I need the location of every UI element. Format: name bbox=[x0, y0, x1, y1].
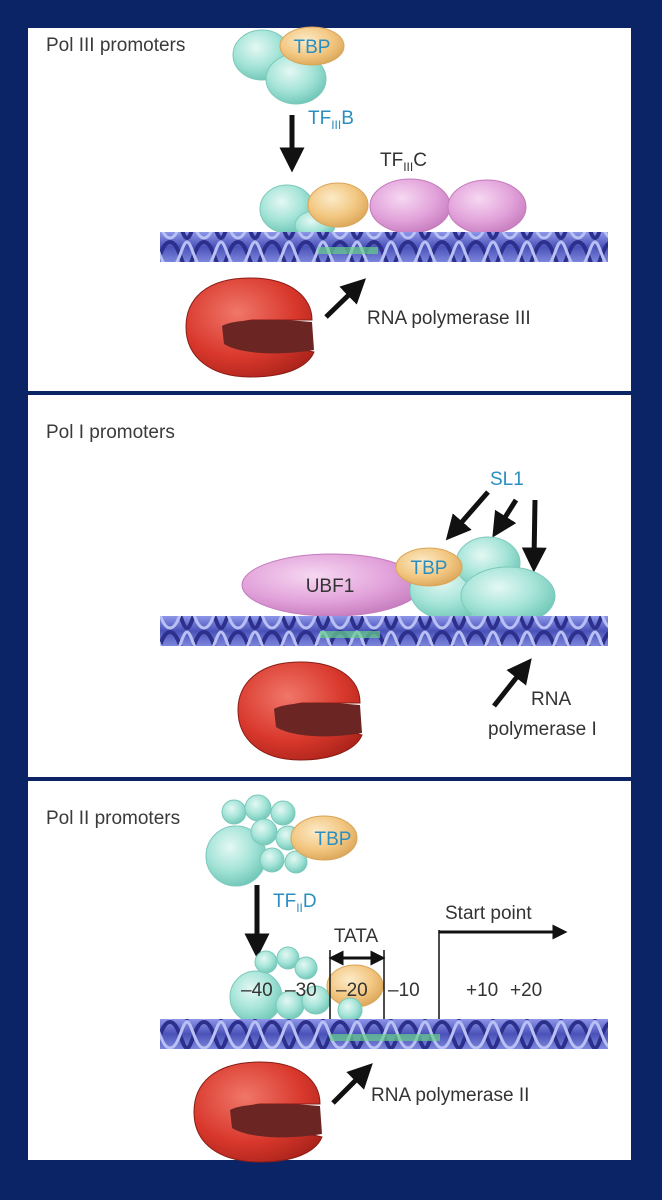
sl1-arrow-1 bbox=[445, 490, 490, 541]
position-minus-40: –40 bbox=[241, 980, 273, 1001]
tbp-protein bbox=[279, 26, 345, 66]
position-plus-20: +20 bbox=[510, 980, 542, 1001]
tbp-label: TBP bbox=[294, 37, 331, 58]
position-minus-30: –30 bbox=[285, 980, 317, 1001]
tf3b-tf3c-bound-complex bbox=[259, 178, 527, 240]
polymerase-arrow-pol2 bbox=[331, 1063, 373, 1105]
sl1-label: SL1 bbox=[490, 469, 524, 490]
rna-polymerase-1 bbox=[237, 661, 363, 761]
panel-pol3-title: Pol III promoters bbox=[46, 35, 185, 56]
rna-polymerase-2-label: RNA polymerase II bbox=[371, 1085, 529, 1106]
dna-helix-pol1 bbox=[160, 616, 608, 646]
panel-pol2-title: Pol II promoters bbox=[46, 808, 180, 829]
polymerase-arrow bbox=[324, 278, 366, 319]
rna-polymerase-2 bbox=[193, 1061, 323, 1163]
dna-helix-pol2 bbox=[160, 1019, 608, 1049]
tf2d-bound-complex bbox=[229, 946, 384, 1024]
sl1-complex: TBP bbox=[395, 536, 556, 626]
tata-label: TATA bbox=[334, 926, 379, 947]
tf3b-complex-floating: TBP bbox=[232, 26, 345, 105]
tf2d-label: TFIID bbox=[273, 891, 317, 915]
ubf1-label: UBF1 bbox=[306, 576, 355, 597]
rna-polymerase-1-label-line2: polymerase I bbox=[488, 719, 597, 740]
position-minus-20: –20 bbox=[336, 980, 368, 1001]
tbp-label-pol1: TBP bbox=[411, 558, 448, 579]
sl1-arrow-3 bbox=[521, 499, 547, 573]
tf3c-label: TFIIIC bbox=[380, 150, 427, 174]
position-plus-10: +10 bbox=[466, 980, 498, 1001]
rna-polymerase-3-label: RNA polymerase III bbox=[367, 308, 531, 329]
start-point-label: Start point bbox=[445, 903, 532, 924]
polymerase-arrow-pol1 bbox=[492, 658, 532, 708]
tf3b-label: TFIIIB bbox=[308, 108, 354, 132]
tbp-label-pol2: TBP bbox=[315, 829, 352, 850]
dna-helix bbox=[160, 232, 608, 262]
rna-polymerase-3 bbox=[185, 277, 315, 378]
ubf1-protein: UBF1 bbox=[241, 553, 423, 617]
rna-polymerase-1-label-line1: RNA bbox=[531, 689, 571, 710]
position-minus-10: –10 bbox=[388, 980, 420, 1001]
tf2d-complex-floating: TBP bbox=[205, 794, 358, 887]
sl1-arrow-2 bbox=[492, 498, 519, 538]
panel-pol1-title: Pol I promoters bbox=[46, 422, 175, 443]
